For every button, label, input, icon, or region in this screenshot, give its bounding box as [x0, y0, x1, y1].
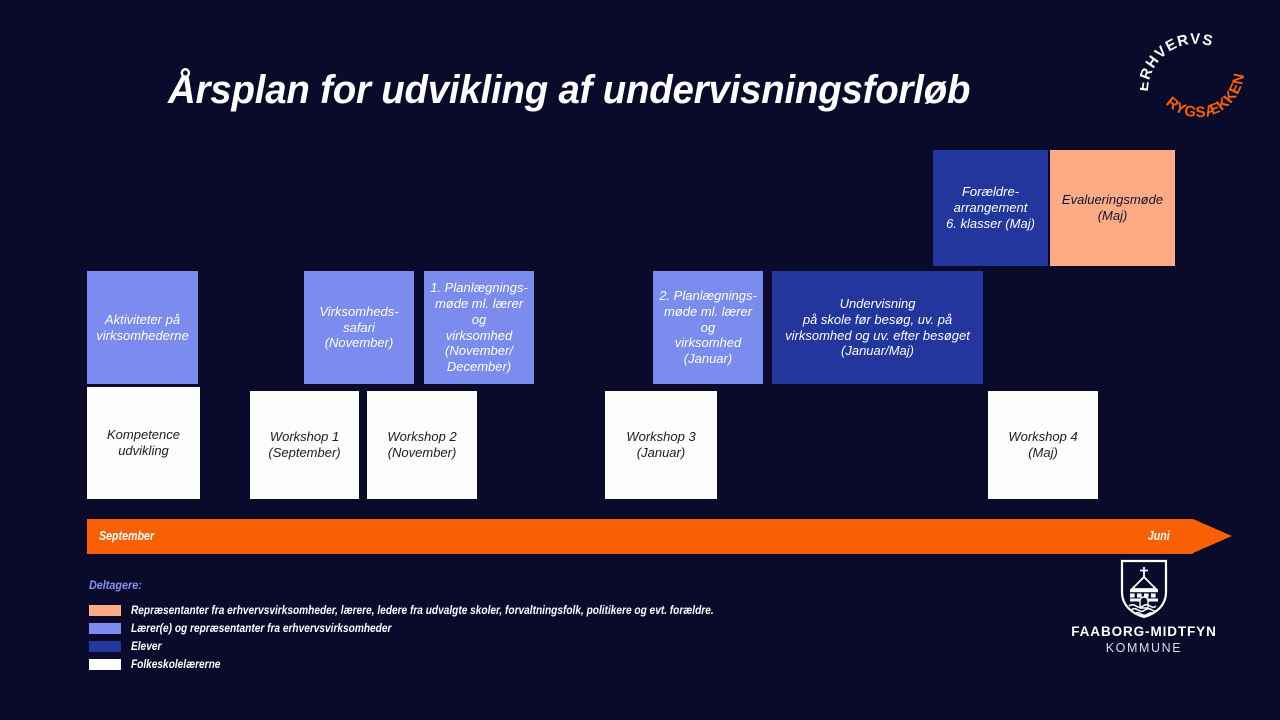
box-label: Workshop 3(Januar) [626, 429, 696, 460]
box-label: Workshop 2(November) [387, 429, 457, 460]
timeline-arrow-body [87, 519, 1193, 554]
logo-bottom-word-path: RYGSÆKKEN [1163, 72, 1248, 122]
box-label: Workshop 1(September) [268, 429, 341, 460]
box-virksomheds-safari: Virksomheds-safari(November) [304, 271, 414, 384]
svg-text:ERHVERVS: ERHVERVS [1140, 31, 1215, 92]
legend-swatch-icon [89, 641, 121, 652]
legend-item: Folkeskolelærerne [89, 656, 849, 673]
legend-item-label: Repræsentanter fra erhvervsvirksomheder,… [131, 604, 714, 617]
legend-item-label: Lærer(e) og repræsentanter fra erhvervsv… [131, 622, 392, 635]
timeline-start-label: September [99, 528, 155, 543]
timeline-arrow: September Juni [87, 519, 1232, 554]
box-workshop-3: Workshop 3(Januar) [605, 391, 717, 499]
box-label: Workshop 4(Maj) [1008, 429, 1078, 460]
svg-text:RYGSÆKKEN: RYGSÆKKEN [1163, 72, 1248, 122]
box-workshop-2: Workshop 2(November) [367, 391, 477, 499]
legend-title: Deltagere: [89, 578, 142, 592]
timeline-arrow-head-icon [1193, 519, 1232, 553]
legend-swatch-icon [89, 605, 121, 616]
legend-rows: Repræsentanter fra erhvervsvirksomheder,… [89, 602, 849, 673]
erhvervsrygsaekken-logo: ERHVERVS RYGSÆKKEN [1140, 26, 1260, 122]
kommune-logo-subtitle: KOMMUNE [1105, 641, 1183, 655]
legend-item-label: Folkeskolelærerne [131, 658, 221, 671]
legend-item: Lærer(e) og repræsentanter fra erhvervsv… [89, 620, 849, 637]
box-workshop-4: Workshop 4(Maj) [988, 391, 1098, 499]
legend-item: Elever [89, 638, 849, 655]
box-label: Evalueringsmøde(Maj) [1061, 192, 1164, 223]
legend: Deltagere: Repræsentanter fra erhvervsvi… [89, 578, 849, 674]
faaborg-midtfyn-kommune-logo: FAABORG-MIDTFYN KOMMUNE [1044, 558, 1244, 668]
logo-top-word-path: ERHVERVS [1140, 31, 1214, 92]
legend-swatch-icon [89, 623, 121, 634]
page-title: Årsplan for udvikling af undervisningsfo… [168, 68, 971, 112]
legend-item-label: Elever [131, 640, 162, 653]
box-evalueringsmoede: Evalueringsmøde(Maj) [1050, 150, 1175, 266]
timeline-end-label: Juni [1148, 528, 1170, 543]
box-workshop-1: Workshop 1(September) [250, 391, 359, 499]
legend-swatch-icon [89, 659, 121, 670]
legend-item: Repræsentanter fra erhvervsvirksomheder,… [89, 602, 849, 619]
kommune-logo-name: FAABORG-MIDTFYN [1071, 624, 1217, 639]
coat-of-arms-icon [1120, 559, 1168, 619]
box-label: Virksomheds-safari(November) [319, 303, 399, 351]
